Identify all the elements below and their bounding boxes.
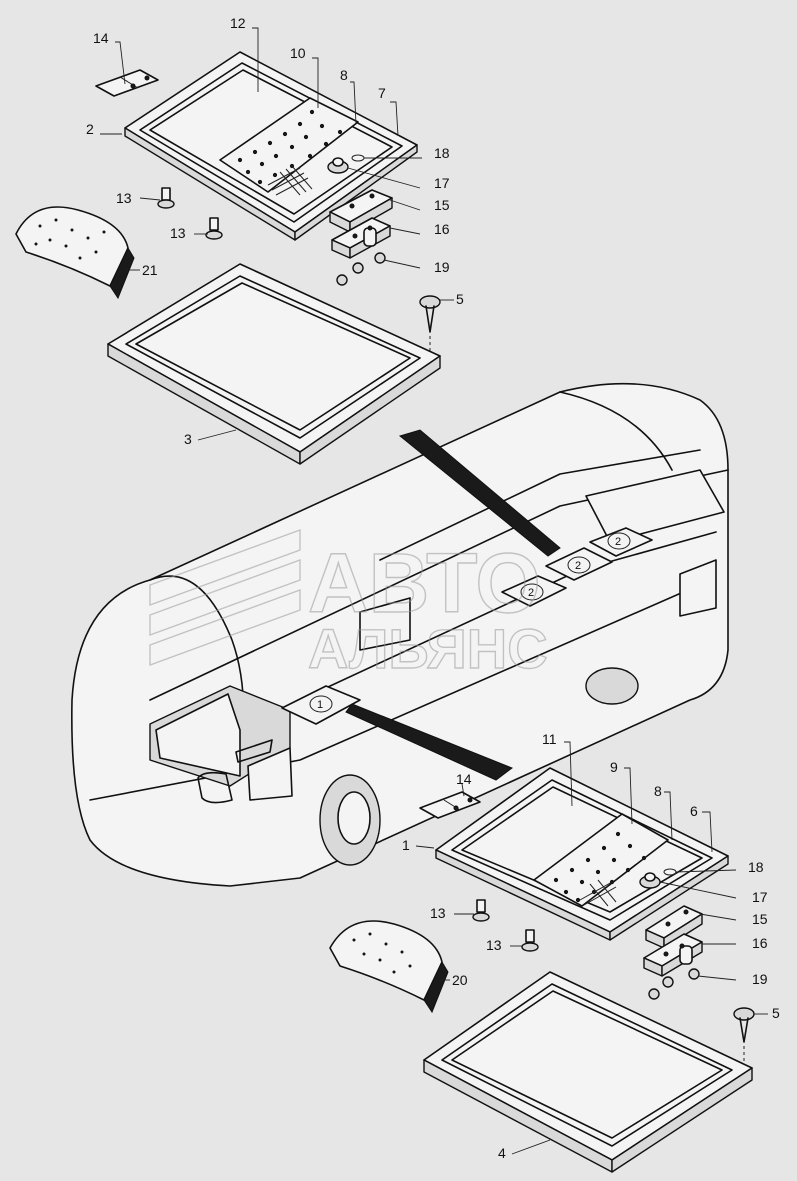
callout-top-21: 21 bbox=[142, 262, 158, 278]
callouts-top: 14 12 10 8 7 2 18 17 15 16 19 13 13 21 5… bbox=[86, 15, 464, 447]
callout-bottom-16: 16 bbox=[752, 935, 768, 951]
callout-bottom-14: 14 bbox=[456, 771, 472, 787]
top-screw-5 bbox=[419, 295, 441, 352]
callout-top-15: 15 bbox=[434, 197, 450, 213]
watermark-line1: АВТО bbox=[308, 536, 541, 630]
callout-top-14: 14 bbox=[93, 30, 109, 46]
callout-top-18: 18 bbox=[434, 145, 450, 161]
panel-grille bbox=[267, 165, 313, 196]
callout-bottom-8: 8 bbox=[654, 783, 662, 799]
callout-bottom-15: 15 bbox=[752, 911, 768, 927]
bottom-plate-14 bbox=[419, 791, 481, 819]
callout-bottom-13b: 13 bbox=[486, 937, 502, 953]
roof-hatch-2c: 2 bbox=[589, 527, 653, 557]
callout-top-19: 19 bbox=[434, 259, 450, 275]
roof-hatch-1-label: 1 bbox=[317, 699, 323, 711]
roof-hatch-2a-label: 2 bbox=[528, 587, 534, 599]
roof-hatch-openings: 1 2 2 2 bbox=[281, 527, 653, 725]
top-hatch-panel bbox=[219, 97, 359, 196]
roof-hatch-2a: 2 bbox=[501, 575, 567, 607]
watermark: АВТО АЛЬЯНС bbox=[149, 528, 548, 681]
callout-top-2: 2 bbox=[86, 121, 94, 137]
callout-bottom-5: 5 bbox=[772, 1005, 780, 1021]
callout-bottom-4: 4 bbox=[498, 1145, 506, 1161]
top-screw-13b bbox=[205, 217, 223, 240]
callout-top-17: 17 bbox=[434, 175, 450, 191]
roof-hatch-2b: 2 bbox=[545, 547, 613, 581]
panel-perforation bbox=[237, 109, 343, 185]
callout-bottom-17: 17 bbox=[752, 889, 768, 905]
callout-bottom-13a: 13 bbox=[430, 905, 446, 921]
bottom-hatch-assembly bbox=[329, 767, 755, 1173]
callout-top-8: 8 bbox=[340, 67, 348, 83]
top-hinge-bracket-16 bbox=[331, 217, 391, 259]
bus-rear-wheel bbox=[585, 667, 639, 705]
bottom-seal-4 bbox=[423, 971, 753, 1173]
arrow-to-bottom-hatch bbox=[345, 703, 514, 781]
bus-front-wheel bbox=[319, 774, 381, 866]
callout-bottom-1: 1 bbox=[402, 837, 410, 853]
watermark-line2: АЛЬЯНС bbox=[308, 617, 548, 680]
callout-top-10: 10 bbox=[290, 45, 306, 61]
callout-bottom-9: 9 bbox=[610, 759, 618, 775]
callout-top-13a: 13 bbox=[116, 190, 132, 206]
callout-top-7: 7 bbox=[378, 85, 386, 101]
top-fitting-17 bbox=[327, 157, 349, 174]
bus-body bbox=[71, 382, 729, 887]
roof-hatch-1: 1 bbox=[281, 685, 361, 725]
bottom-hinge-bracket-16 bbox=[643, 933, 703, 977]
callout-top-16: 16 bbox=[434, 221, 450, 237]
callout-top-12: 12 bbox=[230, 15, 246, 31]
top-plate-14 bbox=[95, 69, 159, 97]
bottom-nuts-19 bbox=[648, 968, 700, 1000]
top-cover-21 bbox=[15, 206, 135, 300]
callout-top-13b: 13 bbox=[170, 225, 186, 241]
top-hatch-assembly bbox=[15, 51, 441, 465]
arrow-to-top-hatch bbox=[398, 429, 561, 557]
bottom-cover-20 bbox=[329, 920, 449, 1014]
callout-bottom-6: 6 bbox=[690, 803, 698, 819]
callout-bottom-20: 20 bbox=[452, 972, 468, 988]
bottom-hatch-panel bbox=[533, 813, 669, 907]
top-seal-3 bbox=[107, 263, 441, 465]
top-screw-13a bbox=[157, 187, 175, 209]
roof-hatch-2b-label: 2 bbox=[575, 560, 581, 572]
bottom-screw-13a bbox=[472, 899, 490, 922]
roof-hatch-2c-label: 2 bbox=[615, 536, 621, 548]
callout-bottom-19: 19 bbox=[752, 971, 768, 987]
bottom-screw-13b bbox=[521, 929, 539, 952]
callout-top-5: 5 bbox=[456, 291, 464, 307]
callout-bottom-11: 11 bbox=[542, 731, 557, 747]
callout-top-3: 3 bbox=[184, 431, 192, 447]
callout-bottom-18: 18 bbox=[748, 859, 764, 875]
top-nuts-19 bbox=[336, 252, 386, 286]
callouts-bottom: 11 9 8 6 14 1 18 17 15 16 19 13 13 20 5 … bbox=[402, 731, 780, 1161]
bottom-screw-5 bbox=[733, 1007, 755, 1062]
watermark-logo-mark bbox=[149, 528, 301, 667]
